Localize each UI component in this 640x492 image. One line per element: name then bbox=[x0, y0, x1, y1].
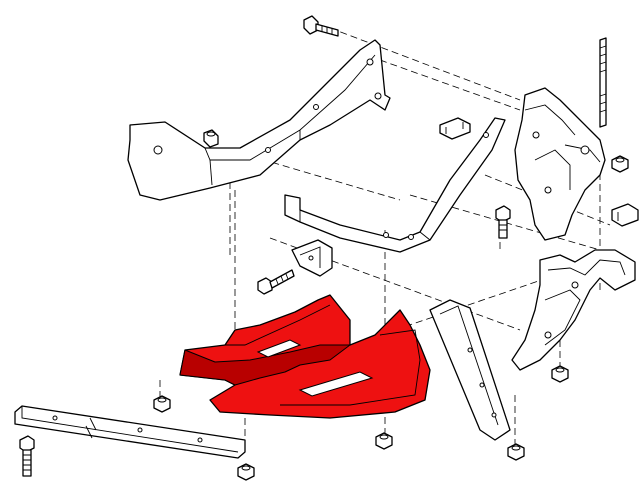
right-support-bracket bbox=[514, 87, 606, 241]
nut-lower-center bbox=[375, 432, 393, 450]
retaining-clip-lower bbox=[291, 239, 333, 277]
bolt-left-middle bbox=[257, 269, 295, 295]
nut-lower-right bbox=[507, 443, 525, 461]
nut-right-upper bbox=[611, 155, 629, 173]
nut-upper-left bbox=[203, 129, 219, 148]
nut-bottom-left bbox=[237, 463, 255, 481]
nut-lower-left bbox=[153, 395, 171, 413]
lower-side-rail bbox=[14, 405, 246, 459]
diagonal-side-rail bbox=[429, 299, 511, 441]
floor-crossmember-plate bbox=[179, 294, 431, 419]
bolt-middle-right bbox=[495, 205, 511, 239]
side-fender-bracket bbox=[511, 249, 636, 371]
middle-support-bar bbox=[284, 117, 506, 253]
bolt-top bbox=[303, 15, 339, 37]
retaining-clip-right bbox=[611, 203, 639, 227]
stud-bolt-right bbox=[599, 37, 607, 128]
bolt-bottom-left bbox=[19, 435, 35, 477]
nut-side-right bbox=[551, 365, 569, 383]
upper-crossmember-frame bbox=[127, 39, 391, 201]
retaining-clip-center bbox=[439, 117, 471, 140]
